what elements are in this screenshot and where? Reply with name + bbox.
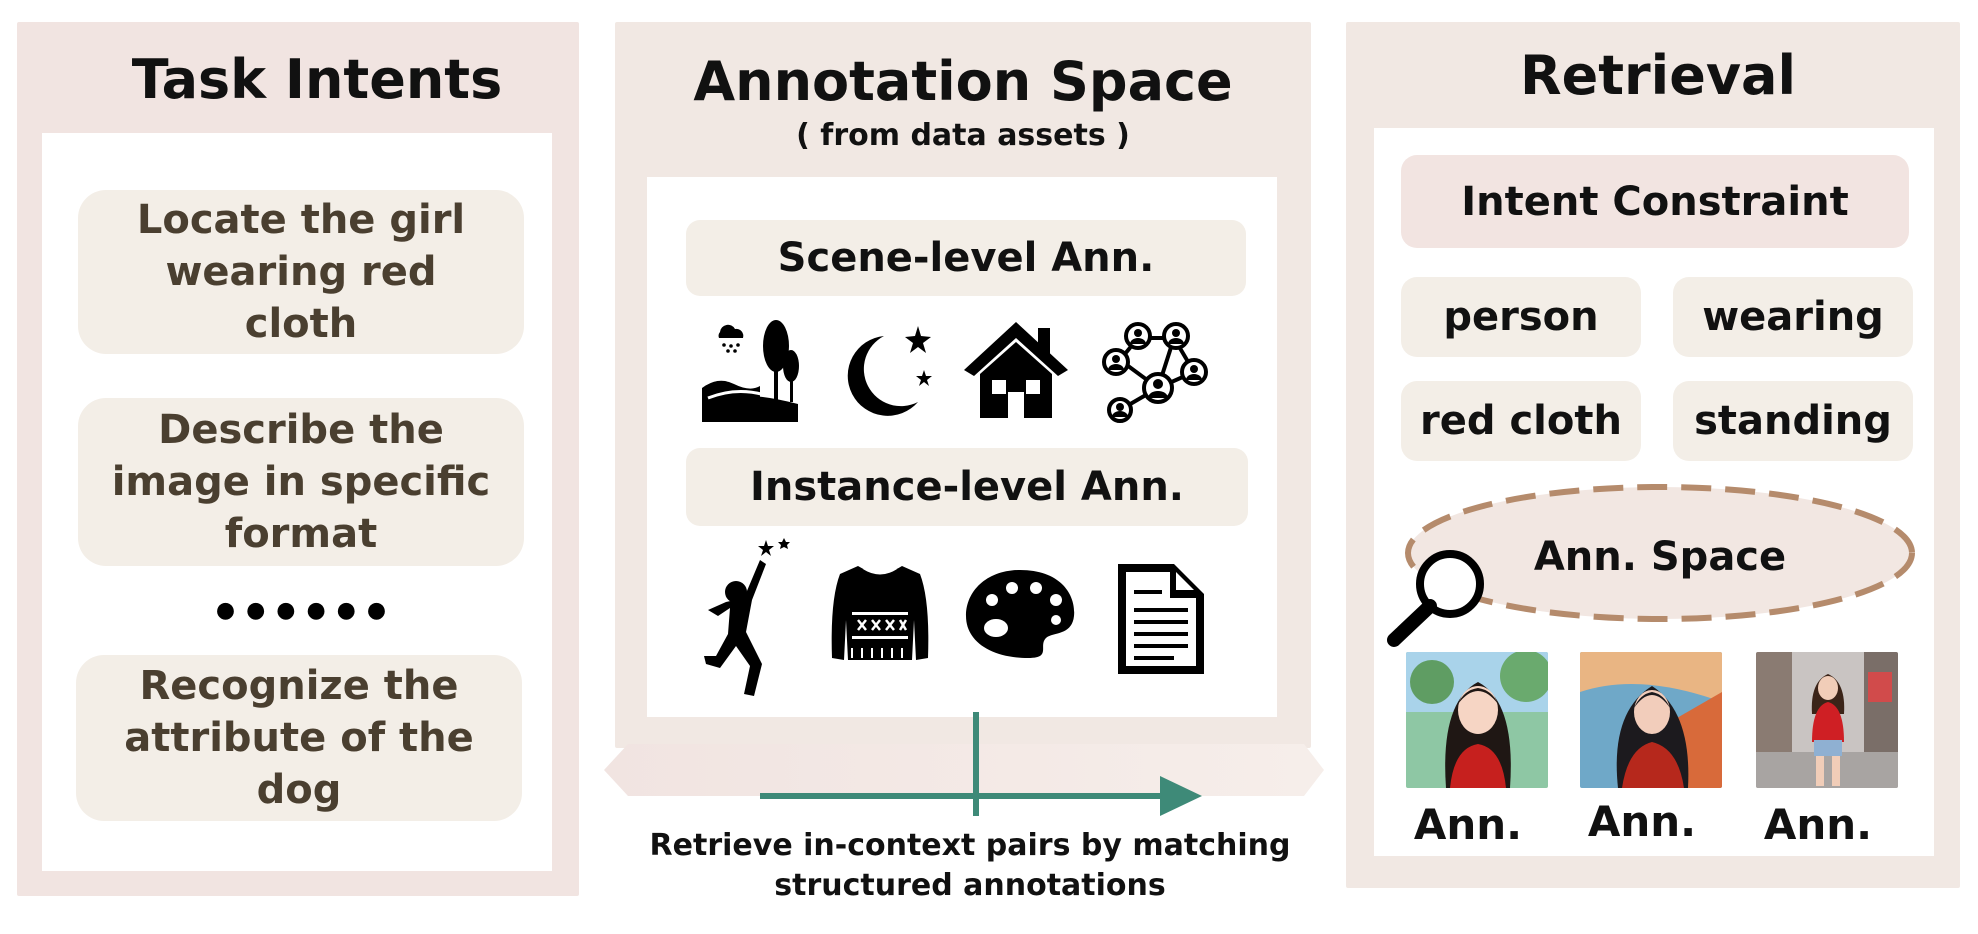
intent-constraint-label: Intent Constraint <box>1461 178 1849 225</box>
sweater-icon <box>831 566 929 660</box>
ann-space-label: Ann. Space <box>1533 534 1787 580</box>
annotation-space-title: Annotation Space <box>693 50 1233 113</box>
document-icon <box>1118 564 1204 674</box>
moon-stars-icon <box>847 326 932 416</box>
landscape-icon <box>702 320 799 422</box>
retrieve-arrow <box>604 712 1324 816</box>
intent-text-2: Describe the image in specific format <box>111 407 491 557</box>
scene-level-label: Scene-level Ann. <box>777 235 1155 281</box>
result-image-3 <box>1756 652 1898 788</box>
tag-person: person <box>1401 277 1641 357</box>
instance-level-header: Instance-level Ann. <box>686 448 1248 526</box>
magnifier-icon <box>1387 550 1484 647</box>
intent-card-2: Describe the image in specific format <box>78 398 524 566</box>
result-ann-label-1: Ann. <box>1413 800 1523 849</box>
intent-text-3: Recognize the attribute of the dog <box>124 663 474 813</box>
result-ann-label-2: Ann. <box>1587 797 1697 846</box>
arrow-caption-line2: structured annotations <box>774 868 1166 903</box>
ann-space-ellipse <box>1405 484 1915 622</box>
annotation-space-subtitle: ( from data assets ) <box>796 118 1130 153</box>
result-image-2 <box>1580 652 1722 788</box>
intent-ellipsis: ● ● ● ● ● ● <box>215 598 389 623</box>
task-intents-title: Task Intents <box>131 48 503 111</box>
tag-red-cloth: red cloth <box>1401 381 1641 461</box>
intent-text-1: Locate the girl wearing red cloth <box>136 197 466 347</box>
scene-level-header: Scene-level Ann. <box>686 220 1246 296</box>
result-ann-label-3: Ann. <box>1763 800 1873 849</box>
result-image-1 <box>1406 652 1548 788</box>
tag-standing: standing <box>1673 381 1913 461</box>
network-icon <box>1102 322 1208 423</box>
house-icon <box>964 322 1068 418</box>
retrieval-title: Retrieval <box>1520 44 1796 107</box>
palette-icon <box>966 570 1075 658</box>
arrow-caption-line1: Retrieve in-context pairs by matching <box>649 828 1291 863</box>
intent-card-3: Recognize the attribute of the dog <box>76 655 522 821</box>
intent-constraint-box: Intent Constraint <box>1401 155 1909 248</box>
person-reaching-icon <box>704 538 790 696</box>
tag-wearing: wearing <box>1673 277 1913 357</box>
instance-level-label: Instance-level Ann. <box>750 464 1184 510</box>
intent-card-1: Locate the girl wearing red cloth <box>78 190 524 354</box>
